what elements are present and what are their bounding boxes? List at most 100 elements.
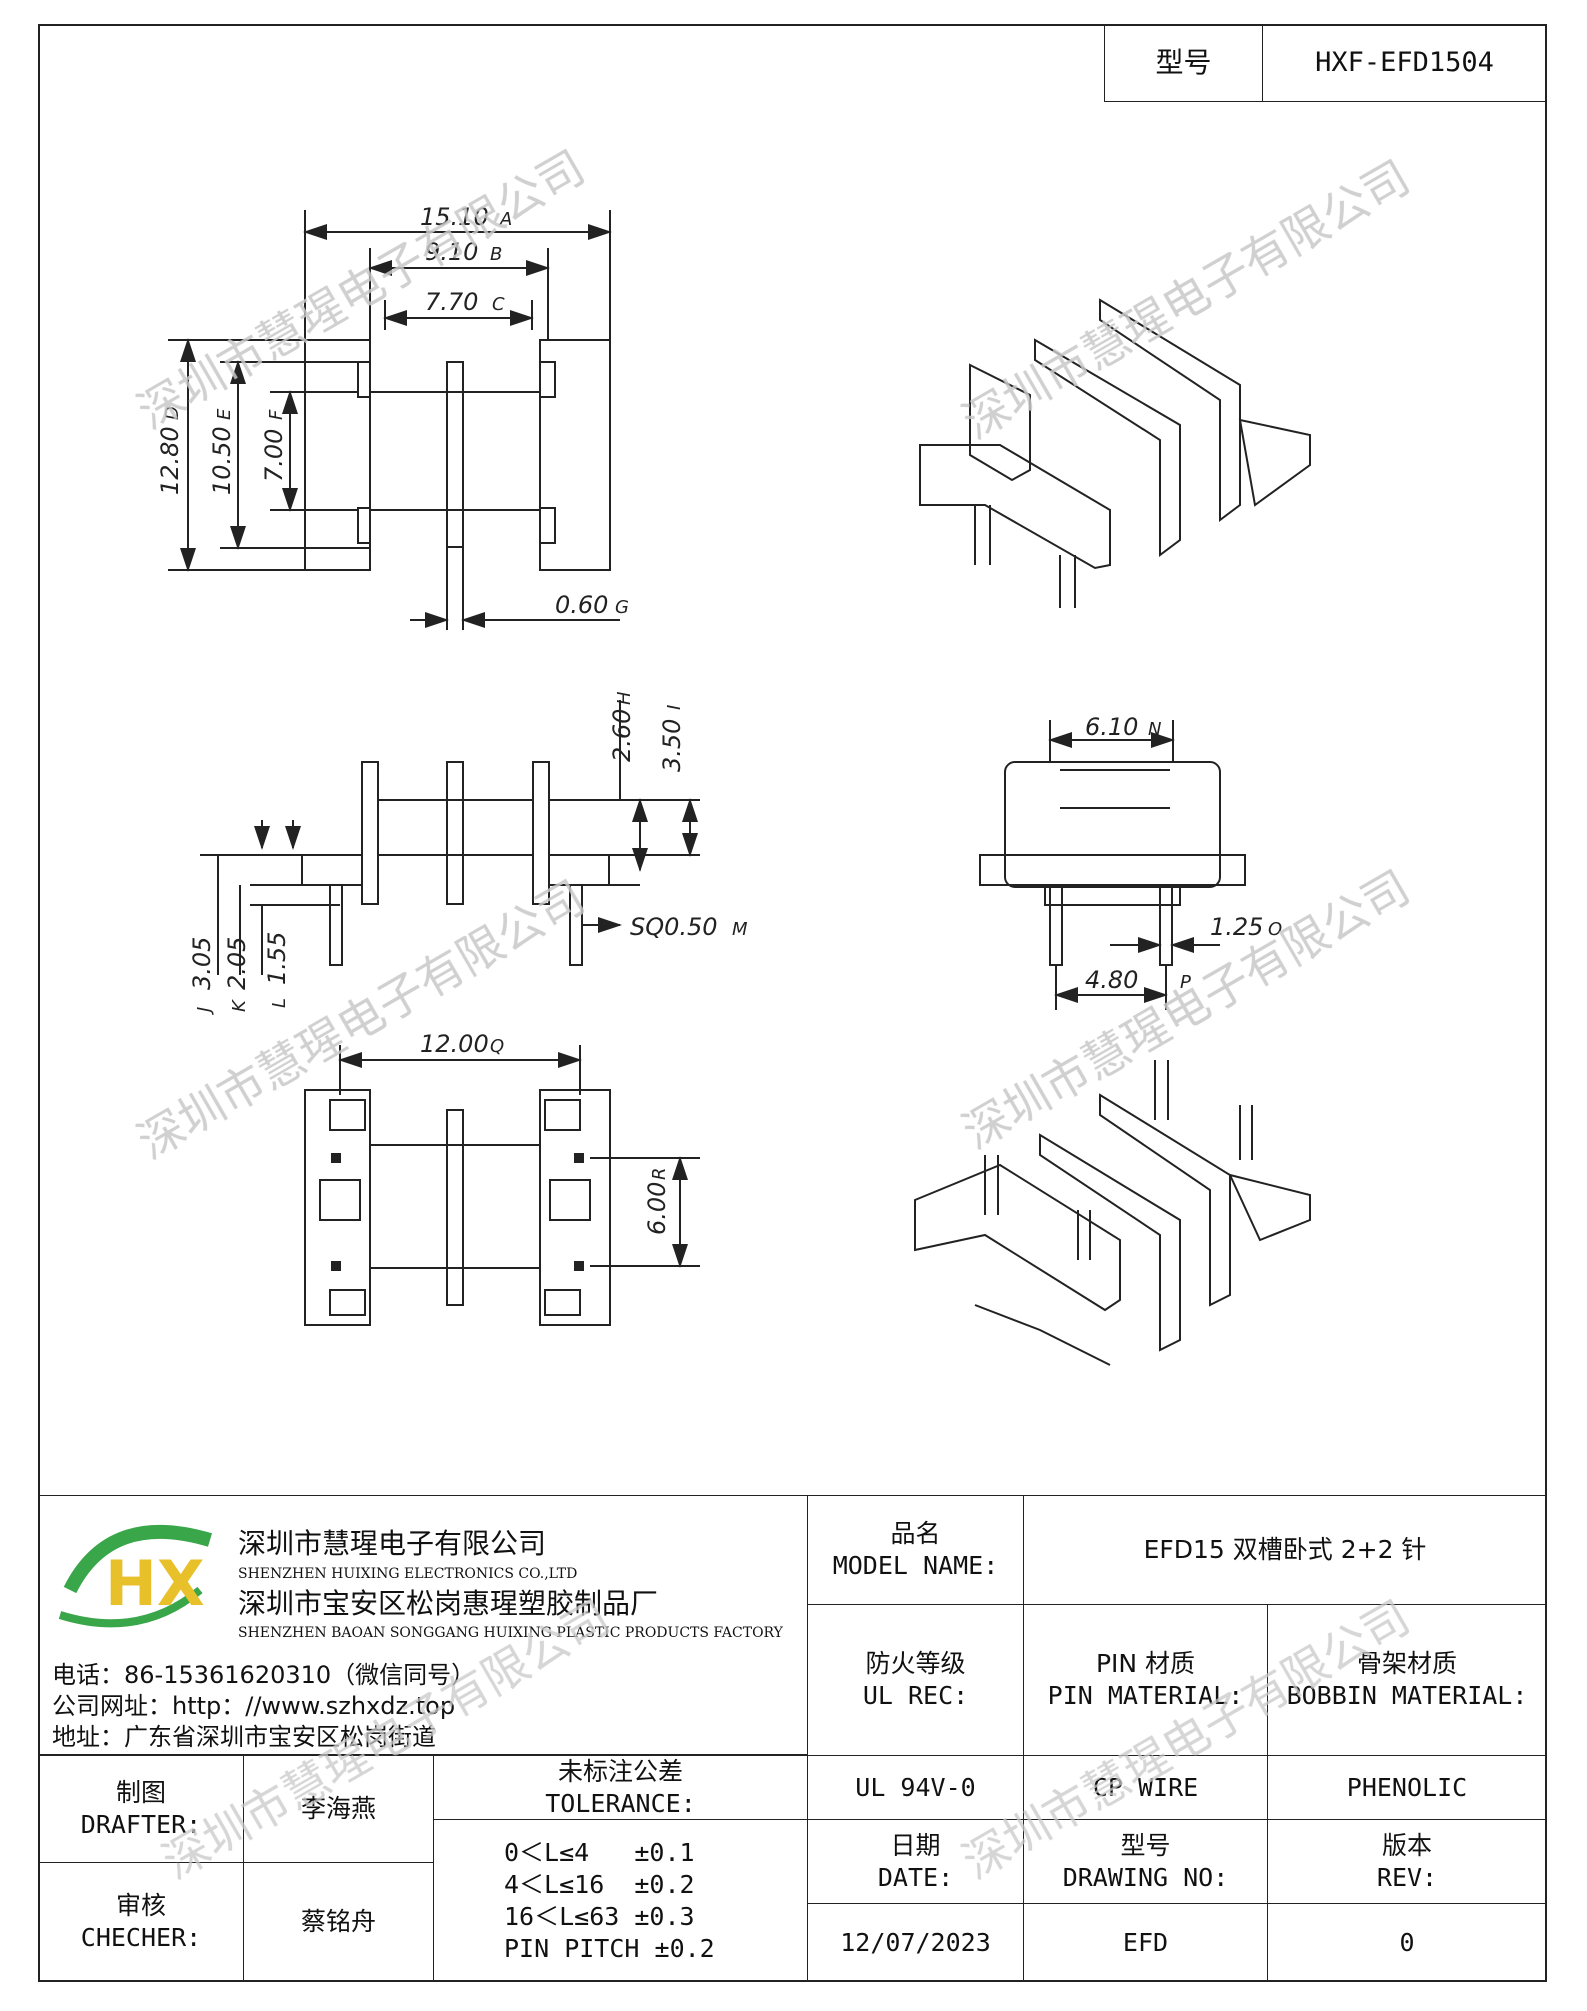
ul-rec-cn: 防火等级 (865, 1649, 966, 1678)
company-name-en: SHENZHEN HUIXING ELECTRONICS CO.,LTD (238, 1566, 578, 1582)
model-name-cn: 品名 (890, 1519, 941, 1548)
checker-en: CHECHER: (80, 1923, 202, 1952)
dim-q: 12.00 (420, 1030, 489, 1058)
dim-h: 2.60 (608, 709, 636, 762)
bobbin-material-cn: 骨架材质 (1356, 1649, 1457, 1678)
dim-g: 0.60 (555, 591, 608, 619)
dim-a: 15.10 (420, 203, 489, 231)
bobbin-material-en: BOBBIN MATERIAL: (1286, 1681, 1528, 1710)
rev-en: REV: (1376, 1862, 1438, 1892)
drawing-no-label: 型号 DRAWING NO: (1023, 1819, 1268, 1904)
dim-p: 4.80 (1085, 966, 1138, 994)
dim-e: 10.50 (208, 426, 236, 495)
factory-name-en: SHENZHEN BAOAN SONGGANG HUIXING PLASTIC … (238, 1625, 783, 1641)
checker-label: 审核 CHECHER: (38, 1862, 244, 1982)
date-value: 12/07/2023 (807, 1903, 1024, 1982)
tolerance-row: 4＜L≤16 ±0.2 (504, 1869, 695, 1899)
dim-n-ref: N (1148, 719, 1161, 740)
dim-n: 6.10 (1085, 713, 1138, 741)
company-name-cn: 深圳市慧瑆电子有限公司 (238, 1527, 547, 1560)
ul-value: UL 94V-0 (807, 1755, 1024, 1820)
side-view (200, 700, 700, 975)
dim-c-ref: C (492, 294, 505, 315)
checker-cn: 审核 (115, 1891, 166, 1920)
top-view (168, 210, 620, 630)
tolerance-label: 未标注公差 TOLERANCE: (433, 1755, 808, 1820)
pin-material-value: CP WIRE (1023, 1755, 1268, 1820)
header-model-label: 型号 (1104, 24, 1263, 102)
dim-i: 3.50 (658, 719, 686, 772)
tolerance-row: PIN PITCH ±0.2 (504, 1933, 715, 1963)
dim-m-ref: M (732, 919, 748, 940)
tolerance-en: TOLERANCE: (545, 1788, 696, 1818)
checker-name: 蔡铭舟 (243, 1862, 434, 1982)
ul-rec-en: UL REC: (862, 1681, 969, 1710)
dim-e-ref: E (214, 408, 235, 420)
drawing-no-en: DRAWING NO: (1062, 1862, 1229, 1892)
rev-cn: 版本 (1381, 1830, 1432, 1860)
drafter-en: DRAFTER: (80, 1810, 202, 1839)
date-en: DATE: (877, 1862, 954, 1892)
dim-l: 1.55 (263, 932, 291, 985)
dim-l-ref: L (269, 998, 290, 1008)
tolerance-row: 16＜L≤63 ±0.3 (504, 1901, 695, 1931)
pin-material-en: PIN MATERIAL: (1047, 1681, 1244, 1710)
dim-g-ref: G (615, 597, 629, 618)
company-website: 公司网址：http：//www.szhxdz.top (52, 1692, 456, 1720)
watermark-3: 深圳市慧瑆电子有限公司 (129, 870, 594, 1170)
dim-o: 1.25 (1210, 913, 1263, 941)
dim-m: SQ0.50 (630, 913, 718, 941)
drafter-cn: 制图 (115, 1778, 166, 1807)
watermark-2: 深圳市慧瑆电子有限公司 (954, 150, 1419, 450)
bobbin-material-value: PHENOLIC (1267, 1755, 1547, 1820)
dim-i-ref: I (664, 705, 685, 710)
bobbin-material-label: 骨架材质 BOBBIN MATERIAL: (1267, 1604, 1547, 1756)
tolerance-cn: 未标注公差 (557, 1756, 683, 1786)
dim-k-ref: K (229, 999, 250, 1012)
dim-d: 12.80 (156, 426, 184, 495)
dim-d-ref: D (162, 406, 183, 420)
iso-view-top (919, 298, 1311, 608)
drawing-no-cn: 型号 (1120, 1830, 1171, 1860)
dim-p-ref: P (1180, 972, 1191, 993)
dim-r-ref: R (649, 1167, 670, 1180)
pin-material-cn: PIN 材质 (1095, 1649, 1196, 1678)
bottom-view (304, 1045, 700, 1326)
dim-c: 7.70 (425, 288, 478, 316)
dim-r: 6.00 (643, 1182, 671, 1235)
iso-view-bottom (914, 1060, 1311, 1366)
model-name-label: 品名 MODEL NAME: (807, 1495, 1024, 1605)
dim-f: 7.00 (260, 429, 288, 482)
drafter-name: 李海燕 (243, 1755, 434, 1863)
logo-letters: HX (105, 1547, 205, 1620)
end-view (979, 720, 1246, 1010)
header-model-value: HXF-EFD1504 (1262, 24, 1547, 102)
watermark-4: 深圳市慧瑆电子有限公司 (954, 860, 1419, 1160)
pin-material-label: PIN 材质 PIN MATERIAL: (1023, 1604, 1268, 1756)
dim-h-ref: H (614, 691, 635, 705)
rev-label: 版本 REV: (1267, 1819, 1547, 1904)
dim-a-ref: A (499, 209, 512, 230)
date-cn: 日期 (890, 1830, 941, 1860)
model-name-value: EFD15 双槽卧式 2+2 针 (1023, 1495, 1547, 1605)
dim-q-ref: Q (490, 1036, 504, 1057)
dim-f-ref: F (266, 409, 287, 420)
tolerance-row: 0＜L≤4 ±0.1 (504, 1837, 695, 1867)
ul-rec-label: 防火等级 UL REC: (807, 1604, 1024, 1756)
watermark-1: 深圳市慧瑆电子有限公司 (129, 140, 594, 440)
drafter-label: 制图 DRAFTER: (38, 1755, 244, 1863)
dim-j: 3.05 (188, 937, 216, 990)
dim-b-ref: B (490, 244, 502, 265)
tolerance-values: 0＜L≤4 ±0.1 4＜L≤16 ±0.2 16＜L≤63 ±0.3 PIN … (433, 1819, 808, 1982)
date-label: 日期 DATE: (807, 1819, 1024, 1904)
model-name-en: MODEL NAME: (832, 1551, 999, 1580)
technical-drawings: 15.10 A 9.10 B 7.70 C 12.80 D 10.50 E 7.… (129, 140, 1419, 1366)
company-logo: HX (58, 1524, 213, 1628)
dim-o-ref: O (1268, 919, 1282, 940)
dim-b: 9.10 (425, 238, 478, 266)
factory-name-cn: 深圳市宝安区松岗惠瑆塑胶制品厂 (238, 1587, 659, 1620)
dim-k: 2.05 (223, 937, 251, 990)
company-phone: 电话：86-15361620310（微信同号） (52, 1661, 476, 1689)
dim-j-ref: J (194, 1007, 215, 1015)
company-address: 地址：广东省深圳市宝安区松岗街道 (52, 1723, 436, 1751)
